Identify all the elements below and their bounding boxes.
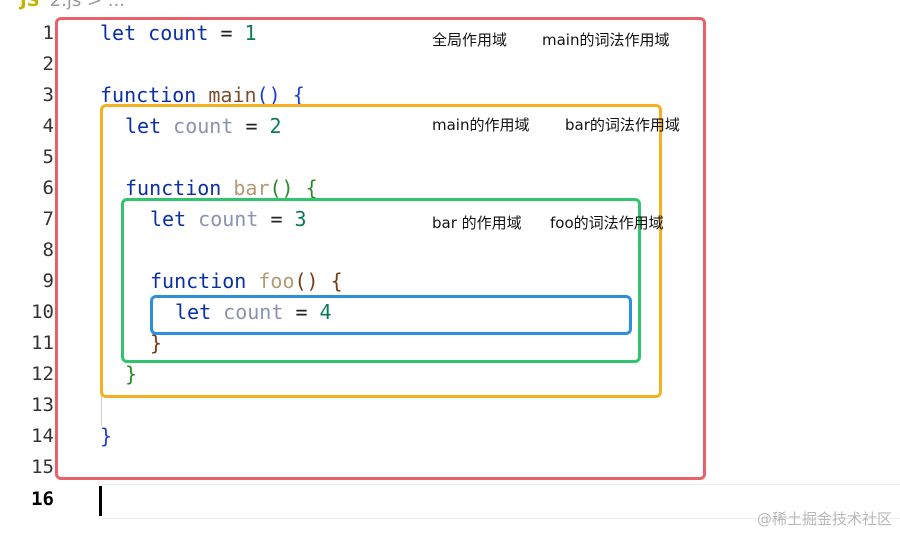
identifier: count xyxy=(198,207,259,231)
operator: = xyxy=(220,21,233,45)
breadcrumb: JS 2.js > ... xyxy=(0,0,125,11)
code-line[interactable]: let count = 1 xyxy=(100,18,257,49)
annotation-foo-lexical: foo的词法作用域 xyxy=(550,214,664,232)
paren: () xyxy=(294,269,319,293)
line-number: 6 xyxy=(42,177,54,199)
current-line-highlight xyxy=(100,484,900,519)
annotation-main-scope: main的作用域 xyxy=(432,116,530,134)
breadcrumb-file[interactable]: 2.js xyxy=(49,0,82,11)
paren: () xyxy=(256,83,281,107)
bar-scope-box xyxy=(121,198,641,363)
line-number: 9 xyxy=(42,270,54,292)
brace: { xyxy=(292,83,305,107)
line-number: 13 xyxy=(31,394,54,416)
code-line[interactable]: } xyxy=(150,328,162,359)
annotation-main-lexical: main的词法作用域 xyxy=(542,31,670,49)
line-number: 12 xyxy=(31,363,54,385)
function-name: foo xyxy=(258,269,295,293)
number-literal: 3 xyxy=(294,207,307,231)
operator: = xyxy=(295,300,308,324)
keyword-let: let xyxy=(125,114,162,138)
closing-brace: } xyxy=(100,424,113,448)
code-line[interactable]: let count = 3 xyxy=(150,204,307,235)
breadcrumb-more[interactable]: ... xyxy=(107,0,125,11)
code-line[interactable]: function main() { xyxy=(100,80,305,111)
keyword-function: function xyxy=(150,269,247,293)
line-number-active: 16 xyxy=(31,488,54,510)
watermark: @稀土掘金技术社区 xyxy=(756,510,892,528)
line-number: 10 xyxy=(31,301,54,323)
annotation-bar-scope: bar 的作用域 xyxy=(432,214,522,232)
foo-scope-box xyxy=(150,295,632,335)
function-name: main xyxy=(208,83,257,107)
line-number: 4 xyxy=(42,115,54,137)
paren: () xyxy=(269,176,294,200)
line-number: 7 xyxy=(42,208,54,230)
number-literal: 2 xyxy=(269,114,282,138)
code-line[interactable]: function bar() { xyxy=(125,173,318,204)
number-literal: 1 xyxy=(244,21,257,45)
keyword-function: function xyxy=(100,83,197,107)
text-cursor xyxy=(99,486,102,516)
keyword-let: let xyxy=(175,300,212,324)
number-literal: 4 xyxy=(319,300,332,324)
identifier: count xyxy=(223,300,284,324)
code-line[interactable]: } xyxy=(100,421,112,452)
line-number: 2 xyxy=(42,53,54,75)
line-number: 11 xyxy=(31,332,54,354)
code-line[interactable]: let count = 2 xyxy=(125,111,282,142)
line-number: 1 xyxy=(42,22,54,44)
line-number: 5 xyxy=(42,146,54,168)
breadcrumb-separator: > xyxy=(86,0,103,11)
js-file-icon: JS xyxy=(20,0,40,11)
operator: = xyxy=(270,207,283,231)
annotation-bar-lexical: bar的词法作用域 xyxy=(565,116,680,134)
line-number: 14 xyxy=(31,425,54,447)
line-number: 15 xyxy=(31,456,54,478)
keyword-let: let xyxy=(100,21,137,45)
code-line[interactable]: function foo() { xyxy=(150,266,343,297)
code-line[interactable]: } xyxy=(125,359,137,390)
closing-brace: } xyxy=(125,362,138,386)
keyword-let: let xyxy=(150,207,187,231)
brace: { xyxy=(305,176,318,200)
global-scope-box xyxy=(55,17,706,480)
code-line[interactable]: let count = 4 xyxy=(175,297,332,328)
brace: { xyxy=(330,269,343,293)
annotation-global-scope: 全局作用域 xyxy=(432,31,508,49)
function-name: bar xyxy=(233,176,270,200)
identifier: count xyxy=(148,21,209,45)
line-number: 3 xyxy=(42,84,54,106)
identifier: count xyxy=(173,114,234,138)
main-scope-box xyxy=(100,104,662,398)
line-number: 8 xyxy=(42,239,54,261)
closing-brace: } xyxy=(150,331,163,355)
keyword-function: function xyxy=(125,176,222,200)
operator: = xyxy=(245,114,258,138)
